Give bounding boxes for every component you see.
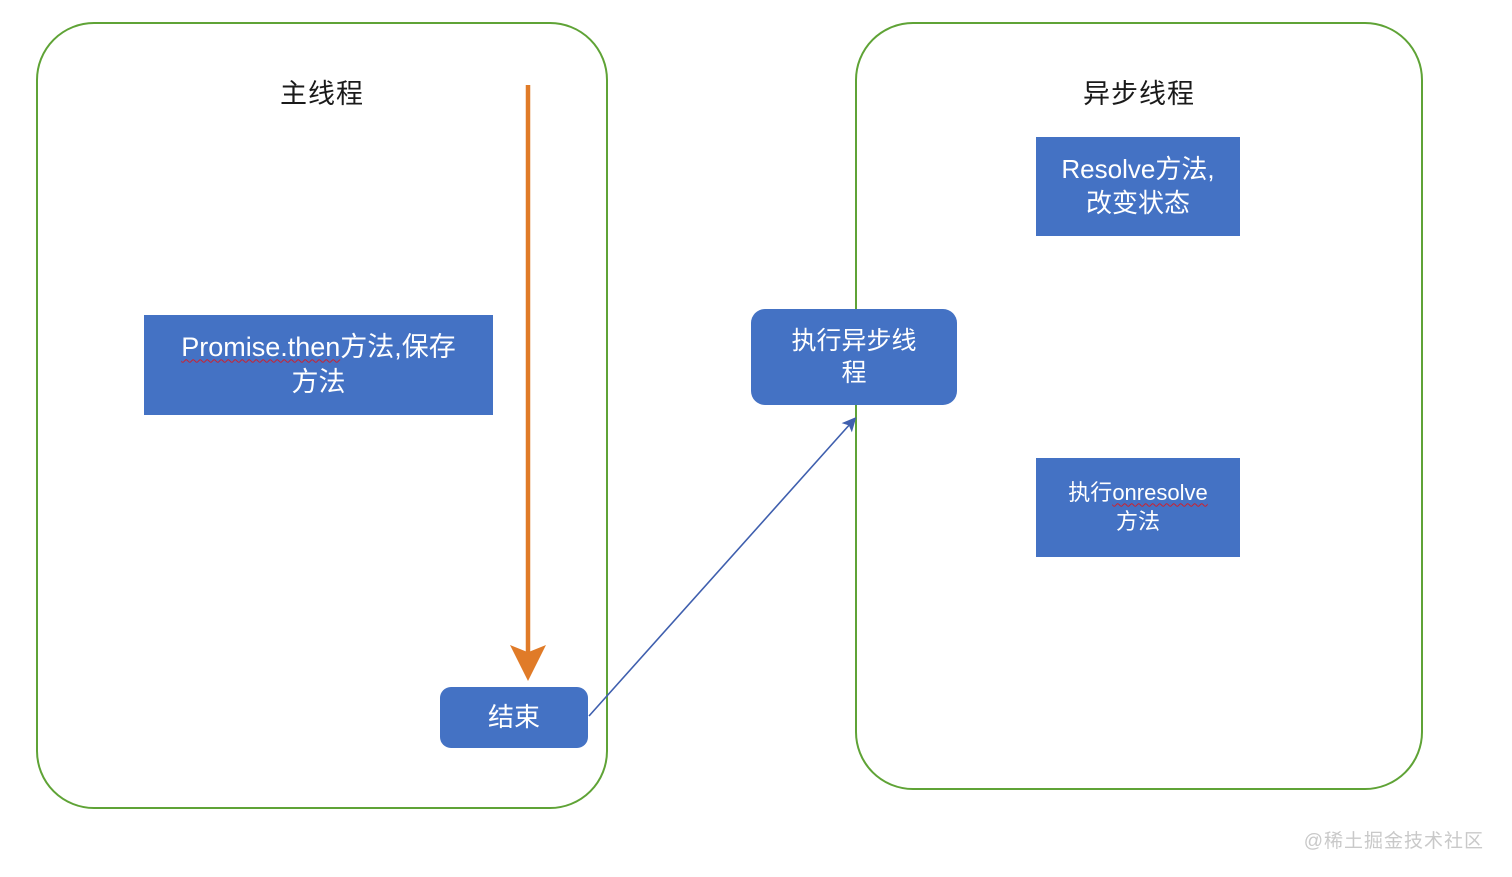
box-promise-then-latin: Promise.then bbox=[181, 332, 341, 363]
box-exec-async-thread[interactable]: 执行异步线 程 bbox=[751, 309, 957, 405]
box-onresolve-prefix: 执行 bbox=[1068, 480, 1113, 506]
box-resolve[interactable]: Resolve方法, 改变状态 bbox=[1036, 137, 1240, 236]
box-exec-async-thread-label: 执行异步线 程 bbox=[791, 327, 917, 387]
box-onresolve-latin: onresolve bbox=[1112, 480, 1208, 506]
box-resolve-label: Resolve方法, 改变状态 bbox=[1053, 153, 1222, 220]
box-end-label: 结束 bbox=[487, 701, 540, 732]
main-thread-title: 主线程 bbox=[280, 79, 364, 109]
box-onresolve-label: 执行onresolve 方法 bbox=[1060, 479, 1215, 535]
box-resolve-latin: Resolve bbox=[1061, 154, 1156, 185]
box-end[interactable]: 结束 bbox=[440, 687, 588, 748]
watermark: @稀土掘金技术社区 bbox=[1303, 831, 1484, 852]
box-onresolve-rest: 方法 bbox=[1115, 508, 1160, 534]
main-thread-container bbox=[36, 22, 608, 809]
box-promise-then[interactable]: Promise.then方法,保存 方法 bbox=[144, 315, 493, 415]
async-dispatch-arrow bbox=[588, 417, 857, 717]
box-onresolve[interactable]: 执行onresolve 方法 bbox=[1036, 458, 1240, 557]
async-thread-title: 异步线程 bbox=[1083, 79, 1195, 109]
async-thread-container bbox=[855, 22, 1423, 790]
box-promise-then-label: Promise.then方法,保存 方法 bbox=[173, 330, 464, 399]
box-resolve-rest: 方法, 改变状态 bbox=[1085, 154, 1215, 218]
box-promise-then-rest: 方法,保存 方法 bbox=[291, 332, 456, 397]
